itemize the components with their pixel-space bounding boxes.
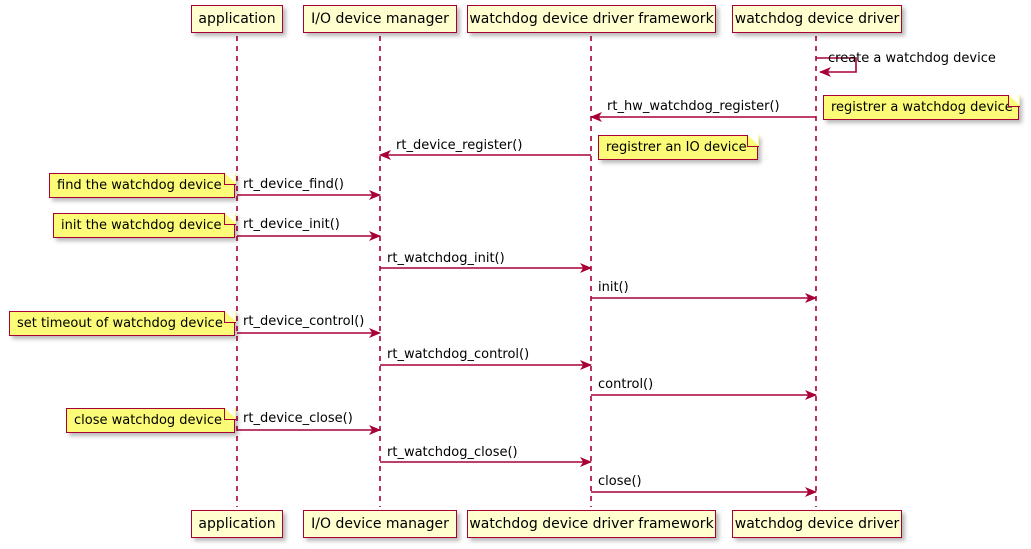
note-text: init the watchdog device: [61, 218, 222, 233]
message-label-11: rt_watchdog_close(): [387, 445, 518, 460]
note-registrer-io-device[interactable]: registrer an IO device: [598, 133, 759, 160]
participant-label: application: [198, 11, 276, 27]
message-label-4: rt_device_init(): [243, 217, 340, 232]
note-fold-corner-icon: [746, 133, 759, 147]
participant-watchdog-driver-footer[interactable]: watchdog device driver: [732, 510, 902, 538]
message-label-2: rt_device_register(): [396, 138, 523, 153]
participant-application-footer[interactable]: application: [191, 510, 283, 538]
note-close-watchdog-device[interactable]: close watchdog device: [66, 406, 236, 433]
message-label-3: rt_device_find(): [243, 177, 344, 192]
note-text: registrer an IO device: [606, 140, 747, 155]
message-label-10: rt_device_close(): [243, 411, 353, 426]
participant-label: I/O device manager: [311, 516, 449, 532]
participant-label: watchdog device driver: [734, 516, 900, 532]
participant-label: watchdog device driver framework: [469, 516, 714, 532]
message-label-0: create a watchdog device: [828, 51, 996, 66]
message-label-12: close(): [598, 474, 642, 489]
note-fold-corner-icon: [223, 309, 236, 323]
participant-watchdog-driver-header[interactable]: watchdog device driver: [732, 5, 902, 33]
participant-label: I/O device manager: [311, 11, 449, 27]
note-set-timeout-of-watchdog-device[interactable]: set timeout of watchdog device: [9, 309, 236, 336]
participant-watchdog-framework-footer[interactable]: watchdog device driver framework: [467, 510, 716, 538]
message-arrows-group: [237, 57, 857, 497]
message-label-8: rt_watchdog_control(): [387, 347, 530, 362]
note-text: close watchdog device: [74, 413, 222, 428]
note-text: set timeout of watchdog device: [17, 316, 223, 331]
note-fold-corner-icon: [223, 406, 236, 420]
participant-label: watchdog device driver framework: [469, 11, 714, 27]
participant-label: application: [198, 516, 276, 532]
participant-io-device-manager-header[interactable]: I/O device manager: [303, 5, 457, 33]
message-label-7: rt_device_control(): [243, 314, 365, 329]
message-label-6: init(): [598, 280, 629, 295]
note-registrer-watchdog-device[interactable]: registrer a watchdog device: [823, 93, 1020, 120]
note-fold-corner-icon: [223, 211, 236, 225]
note-find-the-watchdog-device[interactable]: find the watchdog device: [49, 171, 236, 198]
message-label-1: rt_hw_watchdog_register(): [607, 99, 780, 114]
participant-label: watchdog device driver: [734, 11, 900, 27]
participant-watchdog-framework-header[interactable]: watchdog device driver framework: [467, 5, 716, 33]
participant-io-device-manager-footer[interactable]: I/O device manager: [303, 510, 457, 538]
note-fold-corner-icon: [223, 171, 236, 185]
message-label-9: control(): [598, 377, 654, 392]
note-text: registrer a watchdog device: [831, 100, 1013, 115]
message-label-5: rt_watchdog_init(): [387, 251, 505, 266]
note-fold-corner-icon: [1007, 93, 1020, 107]
participant-application-header[interactable]: application: [191, 5, 283, 33]
note-init-the-watchdog-device[interactable]: init the watchdog device: [53, 211, 236, 238]
note-text: find the watchdog device: [57, 178, 222, 193]
